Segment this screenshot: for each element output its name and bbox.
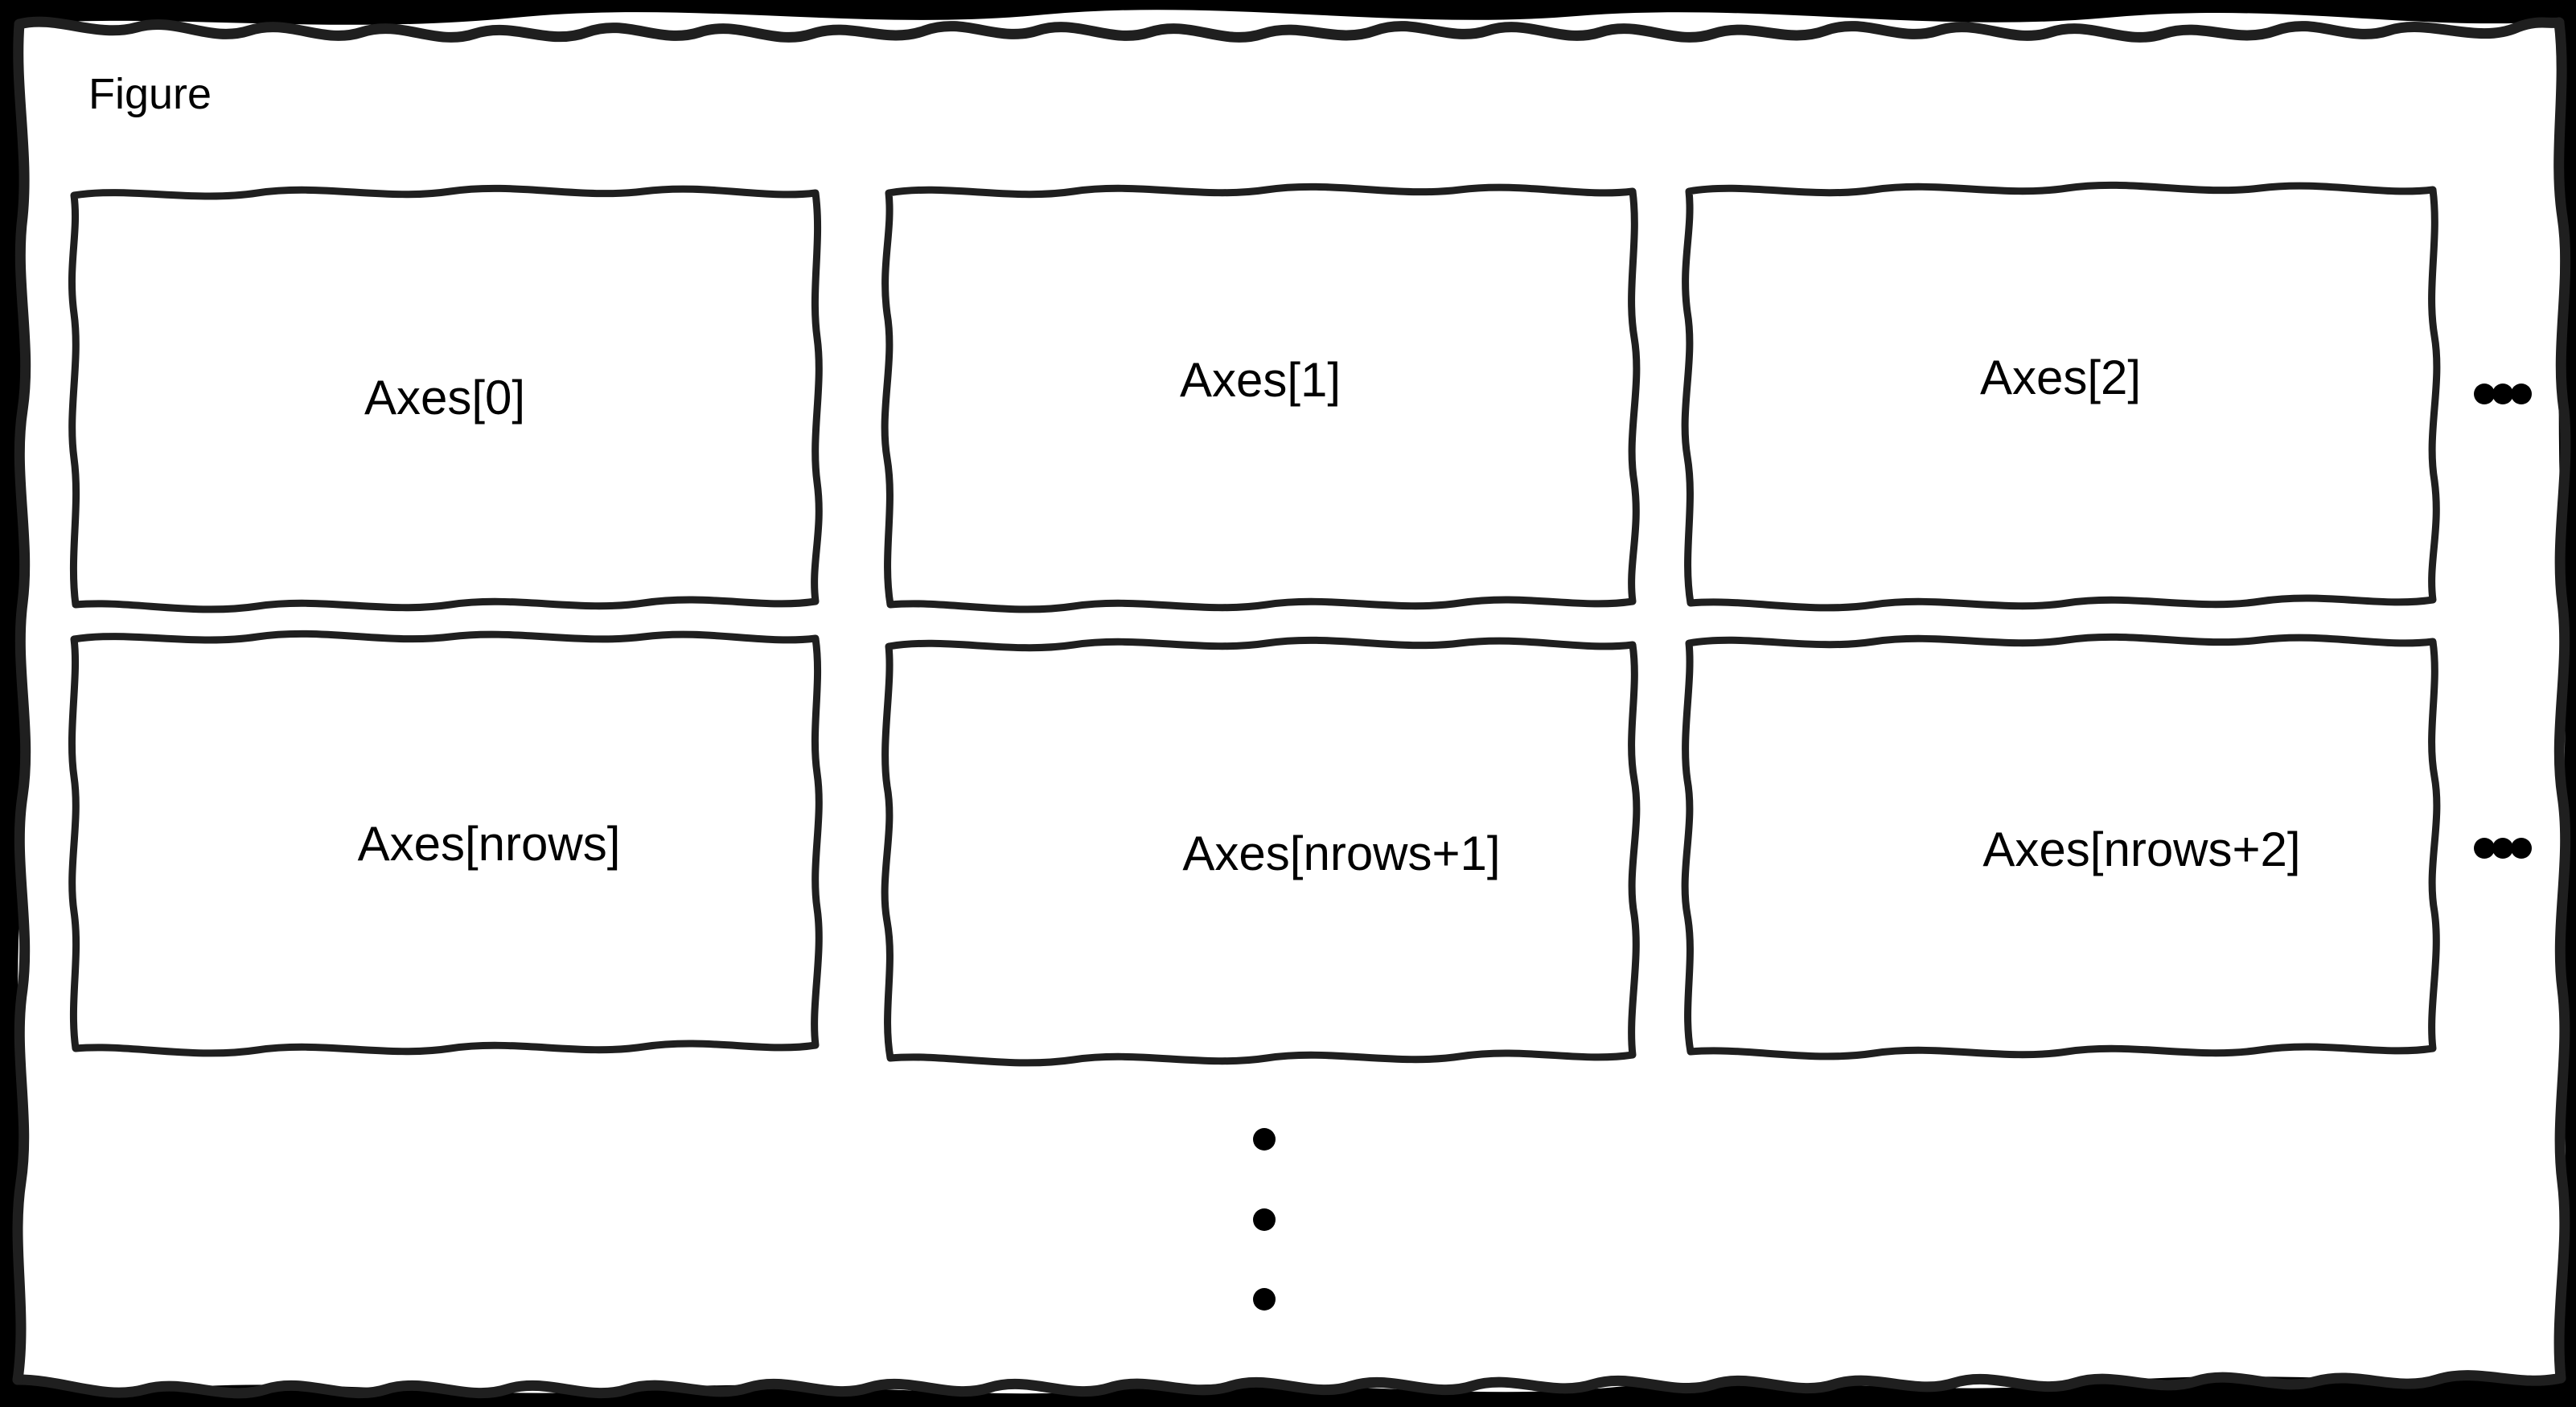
axes-label-0: Axes[0] [364,371,526,425]
axes-label-2: Axes[2] [1979,351,2142,404]
figure-paper-fill [18,10,2566,1394]
axes-box-4-border [881,636,1641,1067]
figure-frame-border-right [2553,17,2571,1384]
axes-label-3: Axes[nrows] [357,817,621,871]
axes-box-0-border [68,184,823,613]
vertical-ellipsis [1253,1128,1276,1311]
row-0-horizontal-ellipsis [2474,384,2532,404]
axes-label-5: Axes[nrows+2] [1982,822,2301,876]
row-1-horizontal-ellipsis [2474,838,2532,859]
figure-frame-border-bottom [12,1370,2566,1399]
axes-label-4: Axes[nrows+1] [1182,827,1501,880]
axes-box-1-border [881,183,1641,613]
axes-box-2-border [1681,181,2441,612]
figure-frame-border [14,16,2565,43]
axes-label-1: Axes[1] [1179,353,1341,407]
axes-box-5-border [1681,633,2441,1060]
figure-title: Figure [88,70,212,118]
axes-box-3-border [68,630,823,1057]
figure-frame-border-left [12,18,31,1385]
